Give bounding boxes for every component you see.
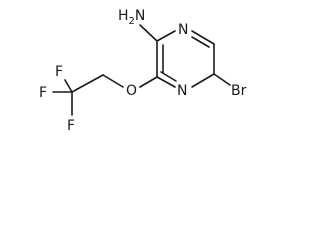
bromine-label: Br (231, 83, 247, 99)
bond-c3-o (139, 76, 158, 88)
amine-label: H2N (118, 8, 145, 27)
ring-nitrogen-bottom: N (177, 83, 187, 99)
bond-c5-n4 (191, 73, 215, 88)
bond-n1-c6-double (191, 36, 210, 48)
bond-c5-br (213, 73, 231, 86)
bond-n4-c3 (156, 76, 176, 88)
bond-c2-n1 (156, 30, 176, 42)
bond-ch2-cf3 (71, 74, 104, 93)
ring-nitrogen-top: N (178, 22, 188, 38)
fluorine-top: F (55, 64, 63, 80)
structure-canvas: H2N N N O Br F F F (0, 0, 262, 138)
bond-o-ch2 (102, 74, 124, 88)
ether-oxygen: O (126, 83, 137, 99)
molecule-structure: H2N N N O Br F F F (39, 8, 247, 134)
bond-n1-c6 (191, 30, 215, 45)
fluorine-left: F (39, 85, 47, 101)
bond-c2-nh2 (139, 24, 158, 42)
fluorine-bottom: F (67, 118, 75, 134)
bond-cf3-f-top (64, 79, 73, 93)
